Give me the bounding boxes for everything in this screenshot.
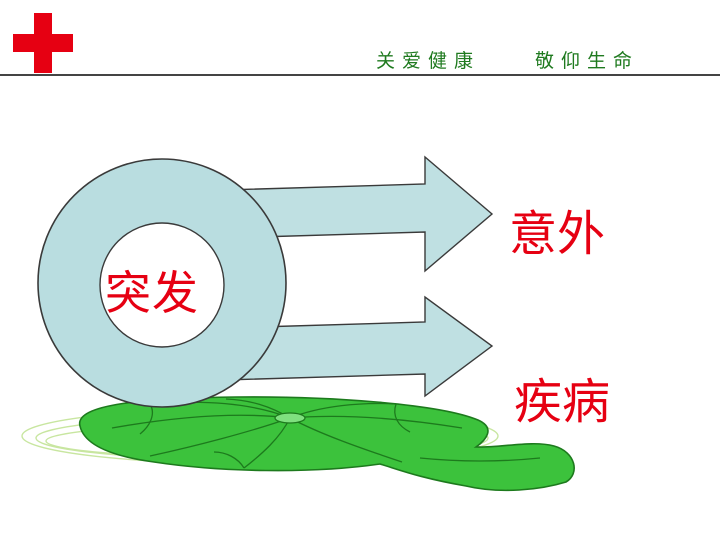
center-label: 突发 [105,266,199,320]
header-divider [0,74,720,76]
red-cross-icon [13,13,73,73]
arrow-bottom [224,295,494,398]
slogan-right: 敬仰生命 [535,50,640,72]
center-ring [37,158,287,408]
slogan-left: 关爱健康 [376,50,481,72]
branch-label-bottom: 疾病 [514,374,611,430]
branch-label-top: 意外 [509,206,606,262]
lotus-leaf-icon [79,396,575,492]
